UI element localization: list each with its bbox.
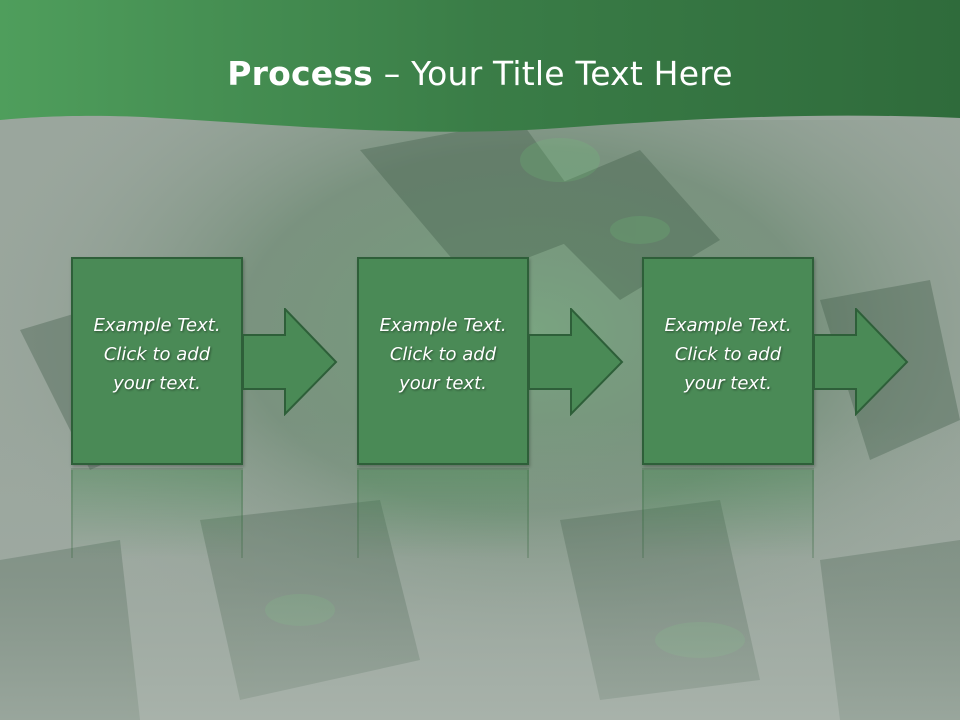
step-2-line-3: your text. — [399, 373, 487, 394]
process-step-3[interactable]: Example Text. Click to add your text. — [642, 257, 814, 465]
step-3-line-1: Example Text. — [664, 315, 792, 336]
process-step-1[interactable]: Example Text. Click to add your text. — [71, 257, 243, 465]
header-band — [0, 0, 960, 132]
step-2-text[interactable]: Example Text. Click to add your text. — [359, 311, 527, 398]
step-2-arrow[interactable] — [529, 308, 624, 416]
process-step-2[interactable]: Example Text. Click to add your text. — [357, 257, 529, 465]
step-3-reflection — [642, 468, 814, 558]
step-2-line-1: Example Text. — [379, 315, 507, 336]
step-3-line-2: Click to add — [674, 344, 782, 365]
slide-title[interactable]: Process – Your Title Text Here — [0, 50, 960, 98]
step-2-reflection — [357, 468, 529, 558]
title-bold-part: Process — [227, 54, 374, 93]
step-1-line-1: Example Text. — [93, 315, 221, 336]
step-1-text[interactable]: Example Text. Click to add your text. — [73, 311, 241, 398]
step-1-reflection — [71, 468, 243, 558]
step-1-arrow[interactable] — [243, 308, 338, 416]
step-3-line-3: your text. — [684, 373, 772, 394]
step-3-arrow[interactable] — [814, 308, 909, 416]
title-rest-part: – Your Title Text Here — [373, 54, 733, 93]
step-2-line-2: Click to add — [389, 344, 497, 365]
step-1-line-3: your text. — [113, 373, 201, 394]
step-1-line-2: Click to add — [103, 344, 211, 365]
step-3-text[interactable]: Example Text. Click to add your text. — [644, 311, 812, 398]
